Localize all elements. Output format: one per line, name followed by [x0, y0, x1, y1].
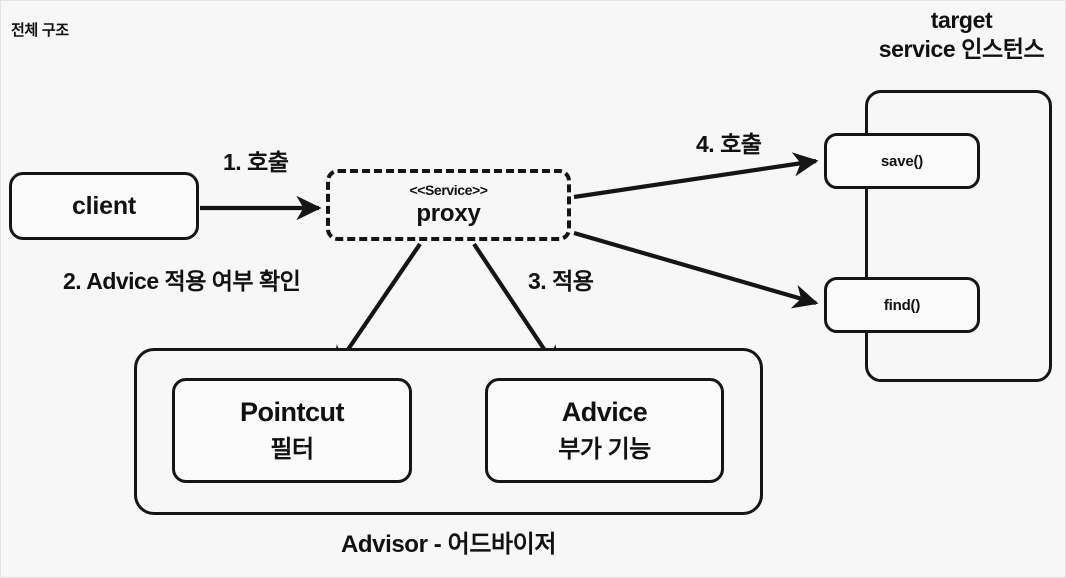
target-service-heading: target service 인스턴스	[856, 6, 1065, 65]
target-heading-line2: service 인스턴스	[878, 36, 1045, 63]
arrow-proxy-to-save	[573, 152, 819, 200]
client-label: client	[71, 191, 137, 220]
flow-label-1-call: 1. 호출	[223, 149, 289, 175]
proxy-name-label: proxy	[416, 200, 481, 227]
proxy-stereotype-label: <<Service>>	[409, 182, 488, 198]
advice-node[interactable]: Advice 부가 기능	[485, 378, 724, 483]
pointcut-node[interactable]: Pointcut 필터	[172, 378, 412, 483]
target-heading-line1: target	[930, 7, 993, 33]
find-method-label: find()	[883, 296, 921, 314]
proxy-node[interactable]: <<Service>> proxy	[326, 169, 571, 241]
flow-label-3-apply: 3. 적용	[528, 268, 594, 294]
advice-title: Advice	[561, 397, 648, 427]
flow-label-2-advice-check: 2. Advice 적용 여부 확인	[63, 268, 301, 294]
pointcut-subtitle: 필터	[270, 436, 314, 463]
flow-label-4-call: 4. 호출	[696, 131, 762, 157]
arrow-proxy-to-find	[573, 230, 819, 309]
pointcut-title: Pointcut	[240, 397, 345, 427]
target-method-save[interactable]: save()	[824, 133, 980, 189]
client-node[interactable]: client	[9, 172, 199, 240]
save-method-label: save()	[880, 152, 924, 170]
advice-subtitle: 부가 기능	[558, 436, 651, 463]
target-method-find[interactable]: find()	[824, 277, 980, 333]
advisor-caption: Advisor - 어드바이저	[340, 531, 557, 558]
page-title: 전체 구조	[11, 22, 69, 39]
